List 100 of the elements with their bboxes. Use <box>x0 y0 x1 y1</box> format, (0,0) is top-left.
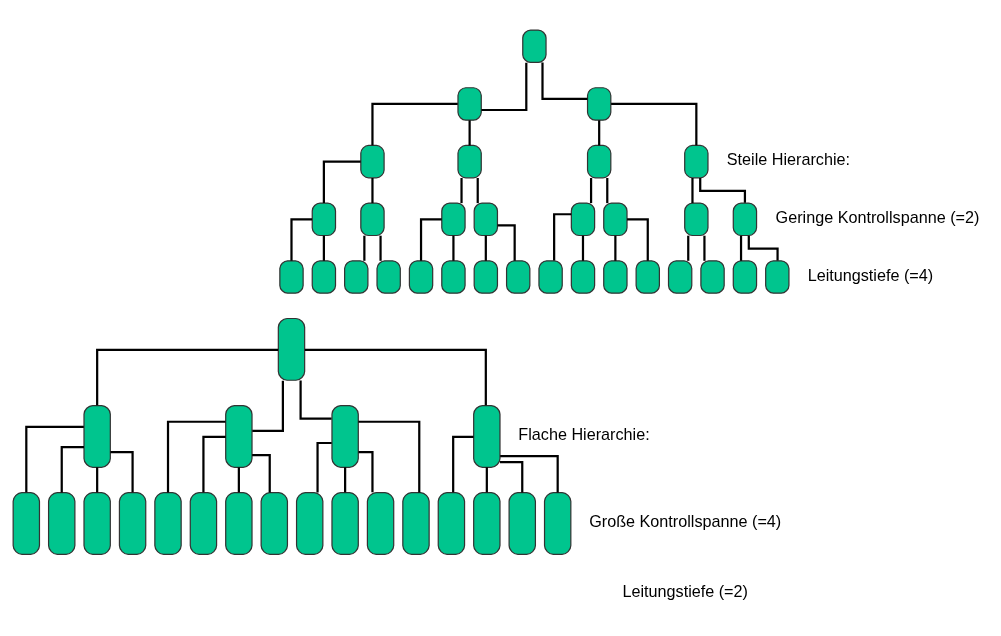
node-box <box>224 492 253 555</box>
connector <box>686 235 689 261</box>
node-box <box>437 492 465 555</box>
node-box <box>118 492 146 555</box>
node-box <box>366 492 394 555</box>
node-box <box>473 202 498 237</box>
connector <box>451 235 455 261</box>
label: Flache Hierarchie: <box>517 425 650 444</box>
connector <box>499 455 559 493</box>
node-box <box>456 144 482 179</box>
label: Geringe Kontrollspanne (=2) <box>775 208 979 227</box>
connector <box>698 178 746 203</box>
connector <box>362 235 365 261</box>
node-box <box>683 144 709 179</box>
connector <box>739 235 742 261</box>
node-box <box>732 260 757 294</box>
node-box <box>521 29 547 64</box>
node-box <box>699 260 725 294</box>
node-box <box>47 492 75 555</box>
node-box <box>330 404 359 468</box>
connector <box>484 235 487 261</box>
connector <box>480 62 527 112</box>
label: Leitungstiefe (=2) <box>621 581 748 600</box>
node-box <box>224 404 253 468</box>
connector <box>299 380 332 420</box>
node-box <box>456 87 482 121</box>
node-box <box>537 260 563 294</box>
node-box <box>508 492 536 555</box>
label: Leitungstiefe (=4) <box>807 265 933 284</box>
connector <box>581 235 584 261</box>
connector <box>468 120 471 146</box>
node-box <box>82 404 111 468</box>
node-box <box>343 260 368 294</box>
connector <box>95 348 278 406</box>
connector <box>476 178 479 204</box>
connector <box>201 435 226 493</box>
node-box <box>311 202 336 237</box>
node-box <box>440 260 466 294</box>
connector <box>322 235 325 261</box>
connector <box>597 120 600 146</box>
node-box <box>505 260 530 294</box>
connector <box>613 235 616 261</box>
node-box <box>586 144 611 179</box>
node-box <box>732 202 757 237</box>
node-box <box>401 492 430 555</box>
connector <box>747 235 779 261</box>
connector <box>166 420 226 493</box>
node-box <box>311 260 336 294</box>
node-box <box>408 260 433 294</box>
node-box <box>330 492 359 555</box>
node-box <box>473 260 498 294</box>
connector <box>690 178 694 204</box>
node-box <box>260 492 288 555</box>
connector <box>24 425 84 493</box>
connector <box>304 348 487 406</box>
node-box <box>472 492 501 555</box>
node-box <box>278 260 304 294</box>
node-box <box>570 202 595 237</box>
connector <box>251 454 271 493</box>
node-box <box>635 260 660 294</box>
connector <box>497 224 516 261</box>
connector <box>610 102 697 146</box>
connector <box>459 178 463 204</box>
connector <box>552 213 571 261</box>
connector <box>60 445 84 493</box>
connector <box>702 235 706 261</box>
node-box <box>440 202 466 237</box>
node-box <box>570 260 595 294</box>
connector <box>485 467 488 493</box>
connector <box>237 467 240 493</box>
node-box <box>472 404 501 468</box>
node-box <box>375 260 401 294</box>
connector <box>251 380 284 432</box>
node-box <box>543 492 571 555</box>
label: Große Kontrollspanne (=4) <box>588 512 781 531</box>
connector <box>589 178 592 204</box>
node-box <box>683 202 709 237</box>
connector <box>95 467 98 493</box>
node-box <box>667 260 692 294</box>
connector <box>540 62 587 100</box>
node-box <box>295 492 323 555</box>
node-box <box>82 492 111 555</box>
node-box <box>602 202 628 237</box>
connector <box>419 218 442 261</box>
connector <box>357 451 374 493</box>
node-box <box>189 492 217 555</box>
connector <box>451 435 474 493</box>
label: Steile Hierarchie: <box>726 150 850 169</box>
connector <box>289 218 312 261</box>
connector <box>322 160 361 203</box>
connector <box>343 467 346 493</box>
connector <box>370 178 374 204</box>
node-box <box>12 492 40 555</box>
connector <box>370 102 458 146</box>
node-box <box>277 317 305 381</box>
node-box <box>153 492 182 555</box>
connector <box>605 178 608 204</box>
node-box <box>586 87 611 121</box>
node-box <box>764 260 790 294</box>
connector <box>357 420 420 493</box>
